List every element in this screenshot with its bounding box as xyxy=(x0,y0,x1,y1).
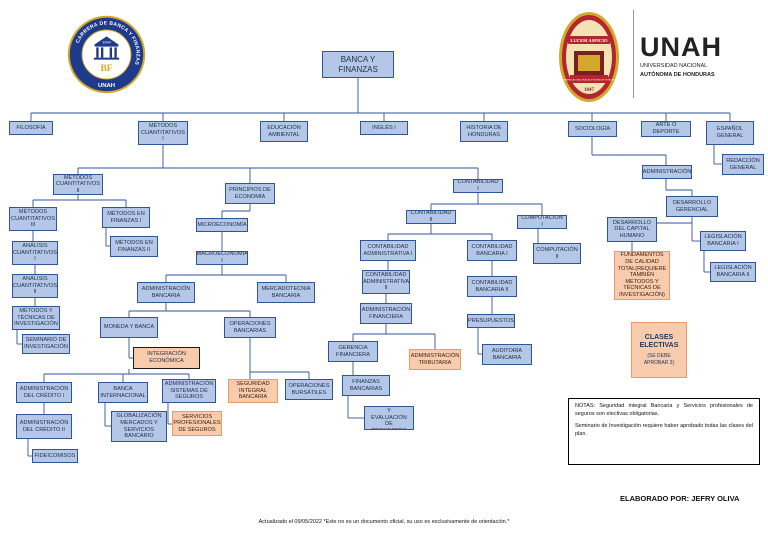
author-credit: ELABORADO POR: JEFRY OLIVA xyxy=(620,494,740,503)
node-computacion-1[interactable]: COMPUTACIÓN I xyxy=(517,215,567,229)
clases-electivas-legend: CLASES ELECTIVAS (SE DEBE APROBAR 3) xyxy=(631,322,687,378)
node-macroeconomia-1[interactable]: MACROECONOMÍA I xyxy=(196,251,248,265)
node-contabilidad-bancaria-2[interactable]: CONTABILIDAD BANCARIA II xyxy=(467,276,517,297)
node-operaciones-bursatiles[interactable]: OPERACIONES BURSÁTILES xyxy=(285,379,333,400)
node-computacion-2[interactable]: COMPUTACIÓN II xyxy=(533,243,581,264)
node-administracion-financiera[interactable]: ADMINISTRACIÓN FINANCIERA xyxy=(360,303,412,324)
node-administracion[interactable]: ADMINISTRACIÓN xyxy=(642,165,692,179)
node-mercadotecnia-bancaria[interactable]: MERCADOTECNIA BANCARIA xyxy=(257,282,315,303)
svg-text:LUCEM ASPICIO: LUCEM ASPICIO xyxy=(570,38,608,43)
node-legislacion-bancaria-2[interactable]: LEGISLACIÓN BANCARIA II xyxy=(710,262,756,282)
node-moneda-banca[interactable]: MONEDA Y BANCA xyxy=(100,317,158,338)
carrera-banca-finanzas-logo: CARRERA DE BANCA Y FINANZAS 1994 BF UNAH xyxy=(67,15,146,94)
node-filosofia[interactable]: FILOSOFÍA xyxy=(9,121,53,135)
svg-text:UNAH: UNAH xyxy=(98,83,115,89)
node-metodos-tecnicas-investigacion[interactable]: MÉTODOS Y TÉCNICAS DE INVESTIGACIÓN xyxy=(12,306,60,330)
node-fideicomisos[interactable]: FIDEICOMISOS xyxy=(32,449,78,463)
node-metodos-cuantitativos-2[interactable]: MÉTODOS CUANTITATIVOS II xyxy=(53,174,103,195)
node-auditoria-bancaria[interactable]: AUDITORÍA BANCARIA xyxy=(482,344,532,365)
svg-text:1994: 1994 xyxy=(102,39,112,44)
electivas-subtitle: (SE DEBE APROBAR 3) xyxy=(643,353,675,366)
node-redaccion-general[interactable]: REDACCIÓN GENERAL xyxy=(722,154,764,175)
node-administracion-credito-2[interactable]: ADMINISTRACIÓN DEL CRÉDITO II xyxy=(16,414,72,439)
node-analisis-cuantitativos-2[interactable]: ANÁLISIS CUANTITATIVOS II xyxy=(12,274,58,298)
node-sociologia[interactable]: SOCIOLOGÍA xyxy=(568,121,617,137)
node-desarrollo-gerencial[interactable]: DESARROLLO GERENCIAL xyxy=(666,196,718,217)
brand-name: UNAH xyxy=(640,32,722,62)
node-metodos-finanzas-1[interactable]: MÉTODOS EN FINANZAS I xyxy=(102,207,150,228)
electivas-title: CLASES ELECTIVAS xyxy=(639,333,679,349)
node-finanzas-bancarias[interactable]: FINANZAS BANCARIAS xyxy=(342,375,390,396)
unah-seal-icon: LUCEM ASPICIO UNIVERSIDAD NACIONAL AUTÓN… xyxy=(559,12,619,102)
node-educacion-ambiental[interactable]: EDUCACIÓN AMBIENTAL xyxy=(260,121,308,142)
node-presupuestos[interactable]: PRESUPUESTOS xyxy=(467,314,515,328)
svg-text:1847: 1847 xyxy=(584,88,595,93)
node-gerencia-financiera[interactable]: GERENCIA FINANCIERA xyxy=(328,341,378,362)
node-metodos-finanzas-2[interactable]: MÉTODOS EN FINANZAS II xyxy=(110,236,158,257)
note-line-1: NOTAS: Seguridad integral Bancaria y Ser… xyxy=(575,403,753,417)
svg-text:BF: BF xyxy=(100,64,112,74)
node-fundamentos-calidad-total[interactable]: FUNDAMENTOS DE CALIDAD TOTAL(REQUIERE TA… xyxy=(614,251,670,300)
node-administracion-tributaria[interactable]: ADMINISTRACIÓN TRIBUTARIA xyxy=(409,349,461,370)
node-administracion-bancaria[interactable]: ADMINISTRACIÓN BANCARIA xyxy=(137,282,195,303)
brand-divider xyxy=(633,10,634,98)
notes-box: NOTAS: Seguridad integral Bancaria y Ser… xyxy=(568,398,760,465)
node-espanol-general[interactable]: ESPAÑOL GENERAL xyxy=(706,121,754,145)
node-administracion-sistemas-seguros[interactable]: ADMINISTRACIÓN SISTEMAS DE SEGUROS xyxy=(162,379,216,403)
footer-disclaimer: Actualizado el 09/05/2022 *Este no es un… xyxy=(258,519,510,525)
node-seguridad-integral-bancaria[interactable]: SEGURIDAD INTEGRAL BANCARIA xyxy=(228,379,278,403)
node-contabilidad-administrativa-2[interactable]: CONTABILIDAD ADMINISTRATIVA II xyxy=(362,270,410,294)
node-ingles-1[interactable]: INGLÉS I xyxy=(360,121,408,135)
node-operaciones-bancarias[interactable]: OPERACIONES BANCARIAS xyxy=(224,317,276,338)
node-contabilidad-1[interactable]: CONTABILIDAD I xyxy=(453,179,503,193)
node-integracion-economica[interactable]: INTEGRACIÓN ECONÓMICA xyxy=(133,347,200,369)
node-administracion-credito-1[interactable]: ADMINISTRACIÓN DEL CRÉDITO I xyxy=(16,382,72,403)
node-contabilidad-administrativa-1[interactable]: CONTABILIDAD ADMINISTRATIVA I xyxy=(360,240,416,261)
node-banca-internacional[interactable]: BANCA INTERNACIONAL xyxy=(98,382,148,403)
svg-text:UNIVERSIDAD NACIONAL AUTÓNOMA: UNIVERSIDAD NACIONAL AUTÓNOMA DE HONDURA… xyxy=(561,79,618,82)
node-formulacion-evaluacion-proyectos[interactable]: FORMULACIÓN Y EVALUACIÓN DE PROYECTOS xyxy=(364,406,414,430)
node-metodos-cuantitativos-3[interactable]: MÉTODOS CUANTITATIVOS III xyxy=(9,207,57,231)
node-servicios-profesionales-seguros[interactable]: SERVICIOS PROFESIONALES DE SEGUROS xyxy=(172,411,222,436)
unah-brand: UNAH UNIVERSIDAD NACIONAL AUTÓNOMA DE HO… xyxy=(640,34,722,79)
node-arte-deporte[interactable]: ARTE O DEPORTE xyxy=(641,121,691,137)
node-legislacion-bancaria-1[interactable]: LEGISLACIÓN BANCARIA I xyxy=(700,231,746,251)
node-desarrollo-capital-humano[interactable]: DESARROLLO DEL CAPITAL HUMANO xyxy=(607,217,657,242)
node-principios-economia[interactable]: PRINCIPIOS DE ECONOMÍA xyxy=(225,183,275,204)
node-globalizacion-mercados[interactable]: GLOBALIZACIÓN MERCADOS Y SERVICIOS BANCA… xyxy=(111,411,167,442)
node-historia-honduras[interactable]: HISTORIA DE HONDURAS xyxy=(460,121,508,142)
brand-sub-1: UNIVERSIDAD NACIONAL xyxy=(640,63,708,69)
node-contabilidad-2[interactable]: CONTABILIDAD II xyxy=(406,210,456,224)
node-analisis-cuantitativos-1[interactable]: ANÁLISIS CUANTITATIVOS I xyxy=(12,241,58,265)
node-contabilidad-bancaria-1[interactable]: CONTABILIDAD BANCARIA I xyxy=(467,240,517,261)
brand-sub-2: AUTÓNOMA DE HONDURAS xyxy=(640,71,715,78)
node-metodos-cuantitativos-1[interactable]: MÉTODOS CUANTITATIVOS I xyxy=(138,121,188,145)
node-microeconomia[interactable]: MICROECONOMÍA xyxy=(196,218,248,232)
note-line-2: Seminario de Investigación requiere habe… xyxy=(575,422,753,437)
node-seminario-investigacion[interactable]: SEMINARIO DE INVESTIGACIÓN xyxy=(22,334,70,354)
node-banca-finanzas[interactable]: BANCA Y FINANZAS xyxy=(322,51,394,78)
